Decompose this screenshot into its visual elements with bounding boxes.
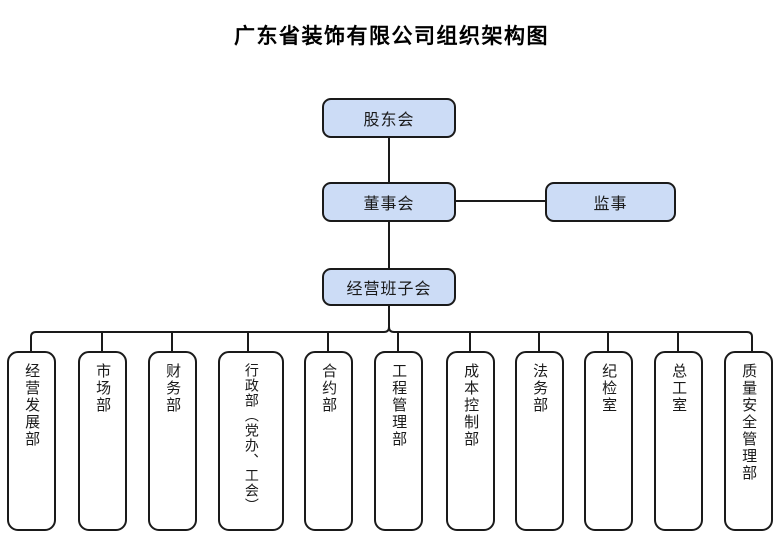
node-dept1-label: 经营发展部 bbox=[23, 363, 41, 448]
node-dept6-label: 工程管理部 bbox=[390, 363, 408, 448]
node-dept2-label: 市场部 bbox=[94, 363, 112, 414]
node-dept-quality-safety-management[interactable]: 质量安全管理部 bbox=[724, 351, 773, 531]
node-dept-legal[interactable]: 法务部 bbox=[515, 351, 564, 531]
node-shareholders-label: 股东会 bbox=[363, 112, 415, 129]
node-dept3-label: 财务部 bbox=[164, 363, 182, 414]
node-dept-discipline-inspection[interactable]: 纪检室 bbox=[584, 351, 633, 531]
node-dept-contract[interactable]: 合约部 bbox=[304, 351, 353, 531]
node-dept5-label: 合约部 bbox=[320, 363, 338, 414]
edge-bus-left bbox=[30, 326, 390, 352]
edge-bus-right bbox=[388, 326, 753, 352]
node-shareholders[interactable]: 股东会 bbox=[322, 98, 456, 138]
node-dept8-label: 法务部 bbox=[531, 363, 549, 414]
node-management-label: 经营班子会 bbox=[346, 281, 432, 298]
node-dept-business-development[interactable]: 经营发展部 bbox=[7, 351, 56, 531]
node-supervisor[interactable]: 监事 bbox=[545, 182, 676, 222]
node-dept7-label: 成本控制部 bbox=[462, 363, 480, 448]
node-dept9-label: 纪检室 bbox=[600, 363, 618, 414]
node-dept-finance[interactable]: 财务部 bbox=[148, 351, 197, 531]
node-board[interactable]: 董事会 bbox=[322, 182, 456, 222]
node-dept-chief-engineer-office[interactable]: 总工室 bbox=[654, 351, 703, 531]
node-dept-marketing[interactable]: 市场部 bbox=[78, 351, 127, 531]
node-dept11-label: 质量安全管理部 bbox=[740, 363, 758, 482]
node-dept4-label: 行政部（党办、工会） bbox=[243, 363, 260, 513]
page-title: 广东省装饰有限公司组织架构图 bbox=[234, 23, 549, 48]
node-dept10-label: 总工室 bbox=[670, 363, 688, 414]
node-dept-engineering-management[interactable]: 工程管理部 bbox=[374, 351, 423, 531]
node-management[interactable]: 经营班子会 bbox=[322, 268, 456, 306]
node-dept-administration[interactable]: 行政部（党办、工会） bbox=[218, 351, 284, 531]
node-dept-cost-control[interactable]: 成本控制部 bbox=[446, 351, 495, 531]
node-board-label: 董事会 bbox=[363, 196, 415, 213]
node-supervisor-label: 监事 bbox=[593, 196, 628, 213]
